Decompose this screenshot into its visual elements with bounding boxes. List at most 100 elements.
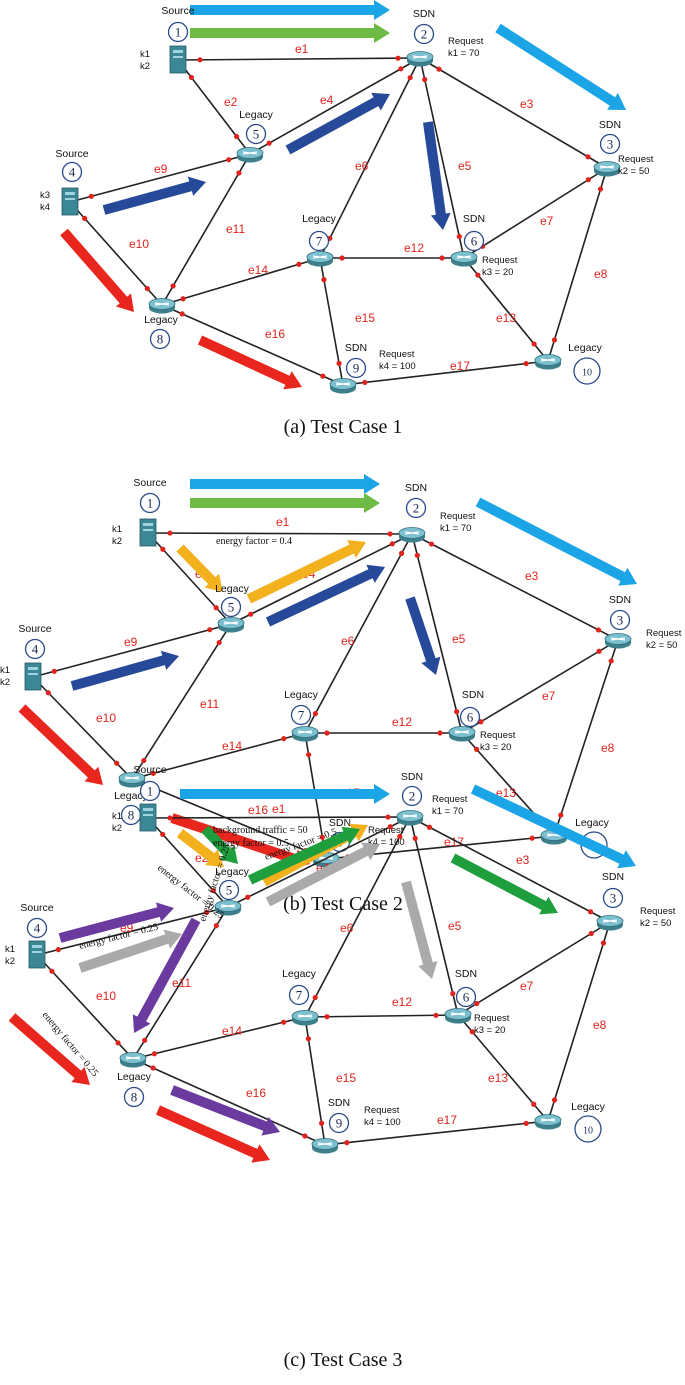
port-dot: [414, 552, 420, 558]
node-type-label: Source: [20, 902, 53, 914]
port-dot: [45, 690, 51, 696]
flow-key-label: k2: [0, 677, 10, 688]
link-e8: [547, 167, 608, 362]
port-dot: [55, 947, 61, 953]
node-number: 1: [147, 784, 154, 799]
edge-label-e3: e3: [516, 853, 530, 867]
port-dot: [523, 360, 529, 367]
node-number-circle: [463, 230, 485, 252]
node-number-circle: [401, 785, 423, 807]
server-icon: [28, 940, 46, 969]
node-number: 4: [32, 642, 39, 657]
node-number-circle: [220, 596, 242, 618]
flow-arrow-purple: [58, 902, 175, 943]
flow-arrow-darkblue: [70, 650, 179, 691]
port-dot: [324, 1014, 330, 1020]
port-dot: [150, 1065, 156, 1071]
link-e6: [304, 816, 411, 1018]
port-dot: [319, 834, 325, 840]
node-type-label: Legacy: [575, 817, 610, 829]
node-number: 7: [316, 234, 323, 249]
port-dot: [523, 1120, 529, 1126]
router-icon: [534, 1114, 562, 1130]
node-type-label: SDN: [328, 1097, 350, 1109]
node-number-circle: [599, 133, 621, 155]
server-icon: [24, 662, 42, 691]
port-dot: [245, 894, 251, 900]
port-dot: [478, 719, 484, 725]
port-dot: [151, 1051, 157, 1057]
port-dot: [320, 373, 326, 379]
flow-arrow-blue: [495, 23, 626, 110]
request-label: Request: [448, 36, 484, 47]
port-dot: [281, 1019, 287, 1025]
port-dot: [226, 157, 232, 163]
router-icon: [450, 251, 478, 267]
flow-arrow-yellow: [176, 544, 223, 592]
node-number: 5: [226, 883, 233, 898]
edge-label-e7: e7: [540, 214, 554, 228]
panel-caption: (c) Test Case 3: [284, 1349, 403, 1371]
port-dot: [312, 994, 318, 1001]
port-dot: [324, 730, 330, 736]
link-e1: [147, 532, 413, 535]
router-icon: [217, 617, 245, 633]
annotation-note: energy factor = 0.5: [213, 838, 289, 849]
node-type-label: SDN: [455, 968, 477, 980]
node-type-label: Legacy: [571, 1101, 606, 1113]
flow-arrow-red: [18, 704, 104, 785]
node-number-circle: [602, 887, 624, 909]
router-icon: [396, 810, 424, 826]
flow-key-label: k4: [40, 202, 50, 213]
link-e9: [69, 153, 251, 203]
edge-label-e5: e5: [448, 919, 462, 933]
request-label: Request: [432, 794, 468, 805]
node-type-label: SDN: [599, 119, 621, 131]
port-dot: [439, 255, 445, 261]
port-dot: [234, 133, 240, 140]
edge-label-e10: e10: [96, 989, 116, 1003]
router-icon: [448, 726, 476, 742]
link-e7: [457, 921, 611, 1016]
node-number: 2: [413, 501, 420, 516]
flow-arrow-red: [8, 1013, 91, 1085]
port-dot: [551, 1097, 558, 1103]
edge-label-e10: e10: [96, 711, 116, 725]
link-e14: [131, 732, 306, 780]
edge-label-e17: e17: [450, 359, 470, 373]
port-dot: [204, 909, 210, 915]
edge-label-e16: e16: [248, 803, 268, 817]
port-dot: [170, 283, 176, 289]
router-icon: [406, 51, 434, 67]
node-number: 3: [607, 137, 614, 152]
flow-arrow-gray: [78, 929, 182, 973]
router-icon: [291, 726, 319, 742]
node-number: 9: [353, 361, 360, 376]
port-dot: [426, 824, 433, 830]
port-dot: [456, 233, 462, 240]
node-type-label: Legacy: [239, 109, 274, 121]
node-number-circle: [288, 984, 310, 1006]
router-icon: [329, 378, 357, 394]
edge-label-e8: e8: [593, 1018, 607, 1032]
edge-label-e14: e14: [248, 263, 268, 277]
link-e14: [132, 1016, 306, 1060]
edge-label-e9: e9: [124, 635, 138, 649]
port-dot: [437, 730, 443, 736]
router-icon: [148, 298, 176, 314]
port-dot: [469, 1029, 475, 1035]
flow-arrow-red: [197, 335, 302, 390]
port-dot: [531, 341, 537, 347]
port-dot: [312, 711, 319, 717]
flow-arrow-darkblue: [102, 176, 206, 215]
edge-label-e2: e2: [224, 95, 238, 109]
link-e3: [411, 533, 619, 641]
port-dot: [551, 337, 558, 343]
flow-arrow-purple: [132, 917, 201, 1033]
port-dot: [216, 639, 222, 646]
flow-arrow-red: [170, 813, 310, 869]
node-number-circle: [459, 706, 481, 728]
edge-label-e5: e5: [452, 632, 466, 646]
panel-caption: (b) Test Case 2: [283, 893, 403, 915]
